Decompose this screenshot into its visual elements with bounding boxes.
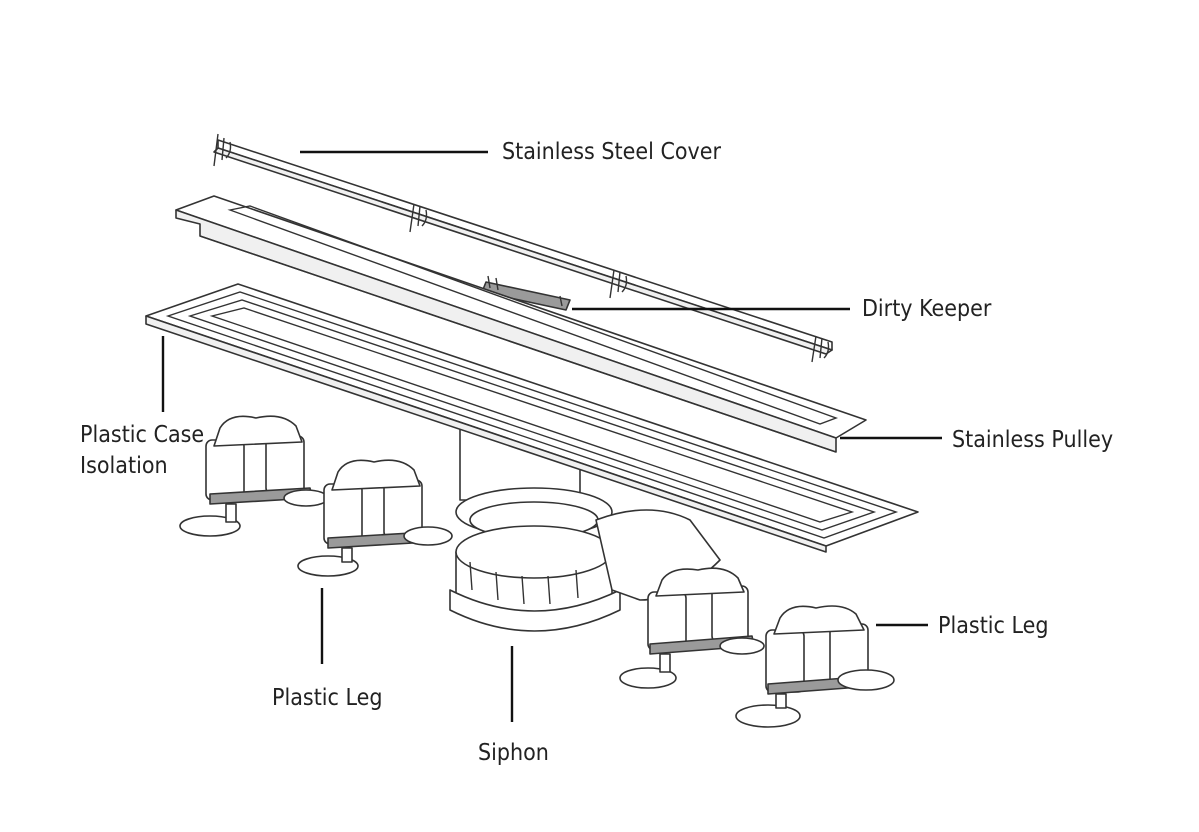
label-dirty-keeper: Dirty Keeper [862, 296, 992, 322]
label-siphon: Siphon [478, 740, 549, 766]
stainless-steel-cover [213, 133, 833, 363]
plastic-leg-3 [619, 567, 765, 689]
plastic-leg-4 [735, 605, 895, 728]
label-plastic-case-line2: Isolation [80, 453, 168, 479]
siphon-assembly [449, 419, 721, 632]
label-plastic-leg-left: Plastic Leg [272, 685, 383, 711]
label-stainless-pulley: Stainless Pulley [952, 427, 1113, 453]
label-stainless-steel-cover: Stainless Steel Cover [502, 139, 722, 165]
stainless-pulley [175, 195, 867, 453]
label-plastic-case-line1: Plastic Case [80, 422, 204, 448]
plastic-case-isolation [145, 283, 919, 553]
plastic-leg-1 [179, 415, 329, 537]
plastic-leg-2 [297, 459, 453, 577]
label-plastic-leg-right: Plastic Leg [938, 613, 1049, 639]
